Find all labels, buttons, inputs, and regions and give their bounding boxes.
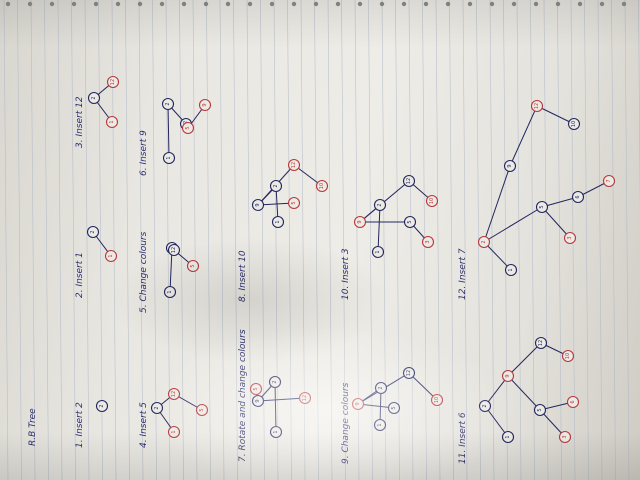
node-label: 12 bbox=[538, 340, 544, 346]
tree-s3: 2 1 12 bbox=[87, 75, 120, 129]
node-label: 1 bbox=[109, 120, 115, 123]
node-label: 9 bbox=[357, 220, 363, 223]
tree-s9: 2 1 9 5 12 10 bbox=[351, 366, 444, 432]
caption-step-10: 10. Insert 3 bbox=[341, 248, 351, 300]
node-label: 12 bbox=[302, 395, 308, 401]
node-label: 1 bbox=[171, 430, 177, 433]
caption-step-7: 7. Rotate and change colours bbox=[238, 329, 248, 462]
node-label: 10 bbox=[434, 397, 440, 403]
tree-edge bbox=[483, 206, 543, 243]
node-label: 12 bbox=[291, 162, 297, 168]
node-label: 2 bbox=[273, 184, 279, 187]
node-label: 5 bbox=[190, 264, 196, 267]
node-label: 1 bbox=[167, 290, 173, 293]
node-label: 2 bbox=[481, 240, 487, 243]
caption-step-5: 5. Change colours bbox=[139, 231, 149, 313]
node-label: 3 bbox=[425, 240, 431, 243]
node-label: 9 bbox=[507, 164, 513, 167]
node-label: 1 bbox=[508, 268, 514, 271]
caption-step-11: 11. Insert 6 bbox=[458, 412, 468, 464]
page-title: R.B Tree bbox=[28, 408, 38, 446]
node-label: 6 bbox=[570, 400, 576, 403]
node-label: 3 bbox=[562, 435, 568, 438]
tree-s2: 21 bbox=[86, 225, 118, 263]
node-label: 12 bbox=[171, 247, 177, 253]
tree-s11: 2 1 9 5 12 3 6 10 bbox=[478, 336, 580, 444]
node-label: 2 bbox=[377, 203, 383, 206]
node-label: 5 bbox=[291, 201, 297, 204]
caption-step-12: 12. Insert 7 bbox=[458, 248, 468, 300]
node-label: 2 bbox=[154, 406, 160, 409]
tree-edge bbox=[507, 342, 542, 377]
tree-edge bbox=[509, 105, 538, 167]
node-label: 5 bbox=[407, 220, 413, 223]
node-label: 10 bbox=[319, 183, 325, 189]
node-label: 10 bbox=[565, 353, 571, 359]
node-label: 9 bbox=[202, 103, 208, 106]
caption-step-8: 8. Insert 10 bbox=[238, 250, 248, 302]
node-label: 2 bbox=[99, 404, 105, 407]
tree-edge bbox=[257, 397, 306, 402]
node-label: 1 bbox=[166, 156, 172, 159]
node-label: 9 bbox=[355, 402, 361, 405]
node-label: 6 bbox=[575, 195, 581, 198]
node-label: 5 bbox=[391, 406, 397, 409]
node-label: 12 bbox=[110, 79, 116, 85]
caption-step-3: 3. Insert 12 bbox=[75, 96, 85, 148]
caption-step-6: 6. Insert 9 bbox=[139, 130, 149, 176]
node-label: 5 bbox=[537, 408, 543, 411]
caption-step-1: 1. Insert 2 bbox=[75, 402, 85, 448]
tree-edge bbox=[274, 381, 277, 433]
node-label: 7 bbox=[606, 179, 612, 182]
tree-s8: 2 1 9 5 12 10 bbox=[251, 158, 329, 229]
node-label: 12 bbox=[534, 103, 540, 109]
tree-edge bbox=[483, 165, 511, 243]
tree-s1: 2 bbox=[95, 399, 109, 413]
node-label: 10 bbox=[429, 198, 435, 204]
tree-s10: 2 1 9 5 12 3 10 bbox=[353, 174, 439, 259]
tree-edge bbox=[377, 204, 381, 253]
tree-drawings: 2212112211252112521125921951221951210219… bbox=[86, 75, 616, 444]
tree-s12: 9 2 12 1 5 10 3 6 7 bbox=[477, 99, 616, 277]
node-label: 12 bbox=[406, 178, 412, 184]
tree-s7: 2 1 9 5 12 bbox=[249, 375, 312, 439]
node-label: 2 bbox=[482, 404, 488, 407]
node-label: 12 bbox=[406, 370, 412, 376]
node-label: 2 bbox=[90, 230, 96, 233]
node-label: 2 bbox=[378, 386, 384, 389]
caption-step-4: 4. Insert 5 bbox=[139, 402, 149, 448]
node-label: 12 bbox=[171, 391, 177, 397]
tree-edge bbox=[536, 105, 575, 125]
tree-s6: 211259 bbox=[161, 97, 212, 165]
node-label: 3 bbox=[567, 236, 573, 239]
tree-edge bbox=[507, 375, 541, 411]
node-label: 5 bbox=[199, 408, 205, 411]
node-label: 1 bbox=[275, 220, 281, 223]
node-label: 5 bbox=[185, 126, 191, 129]
node-label: 10 bbox=[571, 121, 577, 127]
node-label: 9 bbox=[505, 374, 511, 377]
node-label: 5 bbox=[539, 205, 545, 208]
node-label: 1 bbox=[108, 254, 114, 257]
node-label: 1 bbox=[375, 250, 381, 253]
node-label: 2 bbox=[91, 96, 97, 99]
caption-step-2: 2. Insert 1 bbox=[75, 252, 85, 298]
node-label: 5 bbox=[253, 387, 259, 390]
node-label: 1 bbox=[505, 435, 511, 438]
node-label: 1 bbox=[377, 423, 383, 426]
tree-edge bbox=[167, 103, 170, 159]
node-label: 9 bbox=[255, 203, 261, 206]
node-label: 2 bbox=[272, 380, 278, 383]
tree-edge bbox=[541, 206, 571, 239]
node-label: 9 bbox=[255, 399, 261, 402]
node-label: 1 bbox=[273, 430, 279, 433]
tree-s4: 2 1 12 5 bbox=[150, 387, 209, 439]
node-label: 2 bbox=[165, 102, 171, 105]
caption-step-9: 9. Change colours bbox=[341, 382, 351, 464]
